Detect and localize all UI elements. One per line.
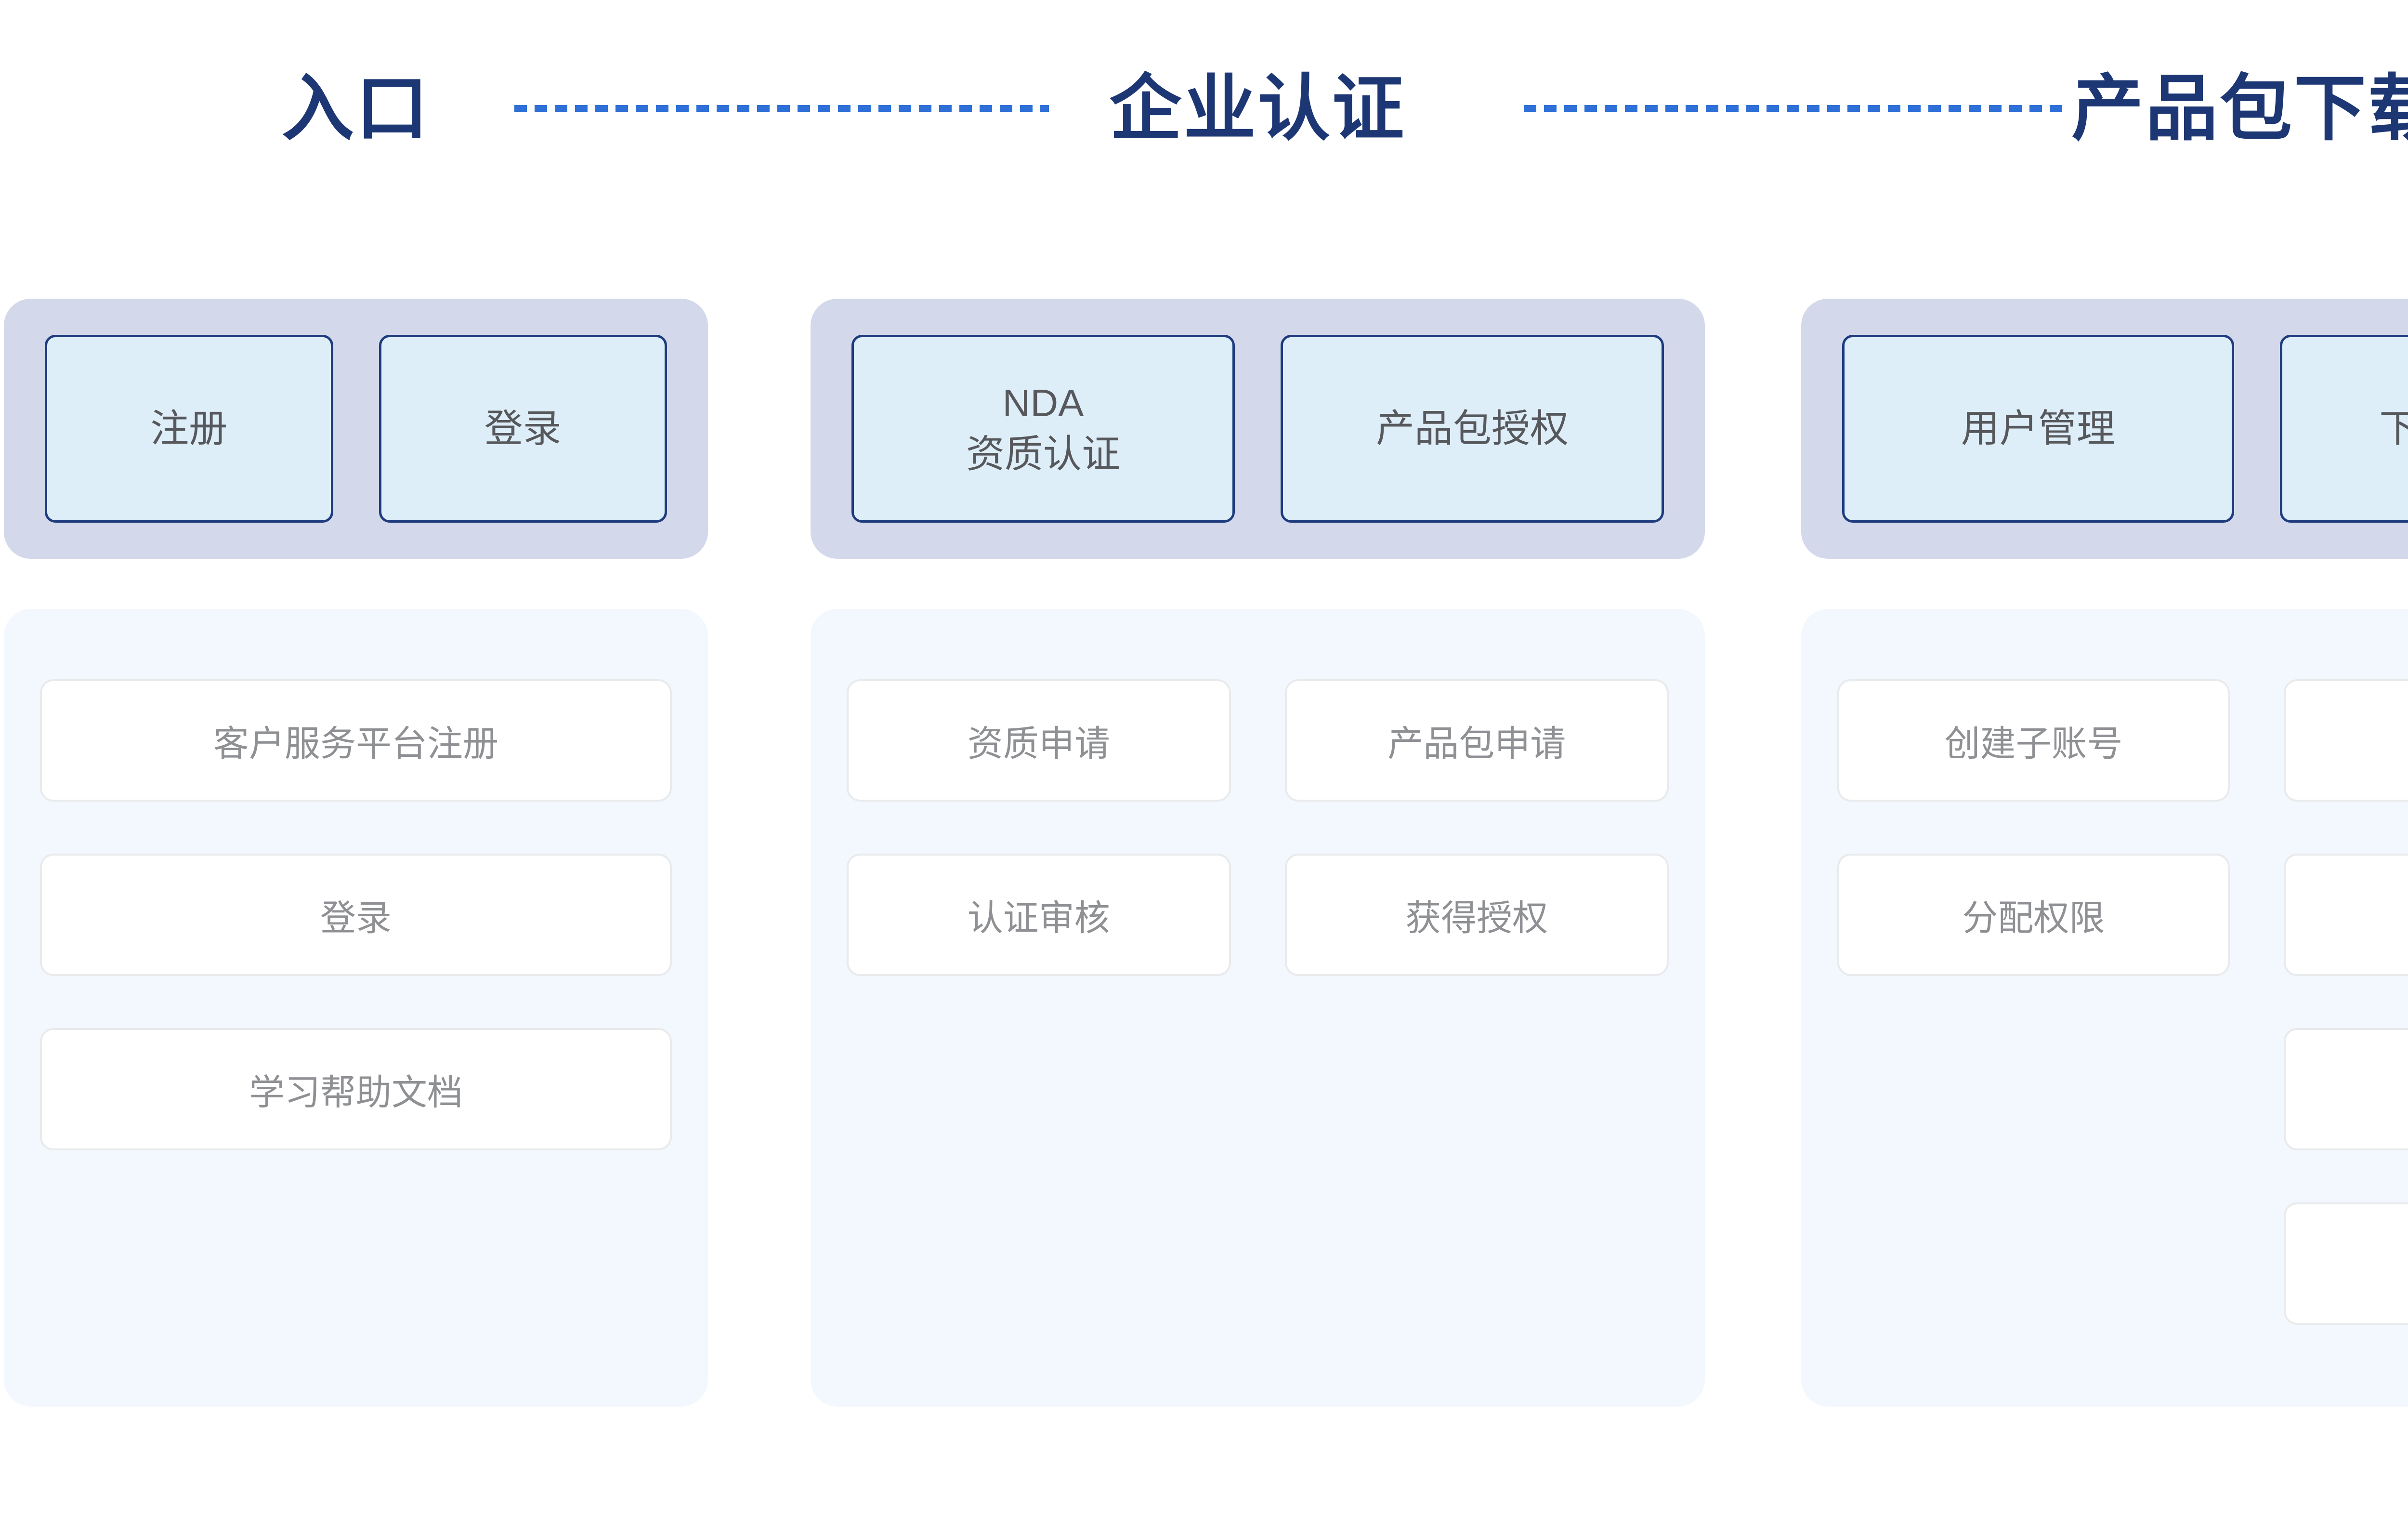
step-label: 认证审核: [967, 897, 1110, 938]
action-node-download-package: 下载产品包: [2279, 335, 2408, 523]
step-row: 创建子账号 文档下载: [1837, 679, 2408, 802]
action-node-nda: NDA 资质认证: [851, 335, 1235, 523]
action-label: 登录: [484, 407, 562, 450]
step-row: 学习帮助文档: [40, 1028, 672, 1150]
step-row: 分配权限 SDK下载: [1837, 854, 2408, 976]
step-row: 工具下载: [1837, 1028, 2408, 1150]
action-label: 下载产品包: [2379, 407, 2408, 450]
action-label: 用户管理: [1961, 407, 2115, 450]
action-node-register: 注册: [45, 335, 333, 523]
step-node: 客户服务平台注册: [40, 679, 672, 802]
step-label: 学习帮助文档: [249, 1072, 463, 1112]
step-label: 客户服务平台注册: [213, 723, 498, 764]
stage-certification: 企业认证 NDA 资质认证 产品包授权 资质申请 产品包申请 认证审核: [811, 0, 1705, 1529]
stage-steps-card: 创建子账号 文档下载 分配权限 SDK下载 工具下载: [1801, 609, 2408, 1407]
step-node: 认证审核: [847, 854, 1231, 976]
step-row: 客户服务平台注册: [40, 679, 672, 802]
step-label: 获得授权: [1405, 897, 1548, 938]
dashed-connector-1: [514, 105, 1049, 112]
stage-header-entry: 入口: [281, 68, 430, 149]
step-label: 资质申请: [967, 723, 1110, 764]
step-row: 登录: [40, 854, 672, 976]
step-node: 文档下载: [2284, 679, 2408, 802]
step-node: 工具下载: [2284, 1028, 2408, 1150]
stage-steps-card: 资质申请 产品包申请 认证审核 获得授权: [811, 609, 1705, 1407]
step-node: 登录: [40, 854, 672, 976]
step-label: 登录: [320, 897, 392, 938]
step-label: 创建子账号: [1944, 723, 2123, 764]
step-label: 产品包申请: [1387, 723, 1566, 764]
step-node: 产品包申请: [1284, 679, 1669, 802]
stage-header-package-download: 产品包下载: [2071, 68, 2408, 149]
stage-actions-card: 注册 登录: [4, 299, 708, 559]
stage-header-certification: 企业认证: [1109, 68, 1406, 149]
stage-actions-card: NDA 资质认证 产品包授权: [811, 299, 1705, 559]
stage-actions-card: 用户管理 下载产品包: [1801, 299, 2408, 559]
dashed-connector-2: [1524, 105, 2068, 112]
step-row: 资质申请 产品包申请: [847, 679, 1669, 802]
step-node: 学习帮助文档: [40, 1028, 672, 1150]
step-node: 创建子账号: [1837, 679, 2230, 802]
action-label: NDA 资质认证: [966, 382, 1120, 475]
step-node: 获得授权: [1284, 854, 1669, 976]
stage-steps-card: 客户服务平台注册 登录 学习帮助文档: [4, 609, 708, 1407]
stage-entry: 入口 注册 登录 客户服务平台注册 登录 学习帮助文档: [4, 0, 708, 1529]
stage-package-download: 产品包下载 用户管理 下载产品包 创建子账号 文档下载 分配权限: [1801, 0, 2408, 1529]
step-row: 认证审核 获得授权: [847, 854, 1669, 976]
step-node: FAQ学习: [2284, 1202, 2408, 1325]
step-node: 资质申请: [847, 679, 1231, 802]
action-node-package-authorization: 产品包授权: [1281, 335, 1664, 523]
step-row: FAQ学习: [1837, 1202, 2408, 1325]
step-node: 分配权限: [1837, 854, 2230, 976]
action-label: 注册: [150, 407, 228, 450]
action-label: 产品包授权: [1376, 407, 1569, 450]
action-node-login: 登录: [379, 335, 667, 523]
step-node: SDK下载: [2284, 854, 2408, 976]
step-label: 分配权限: [1962, 897, 2105, 938]
action-node-user-management: 用户管理: [1842, 335, 2234, 523]
